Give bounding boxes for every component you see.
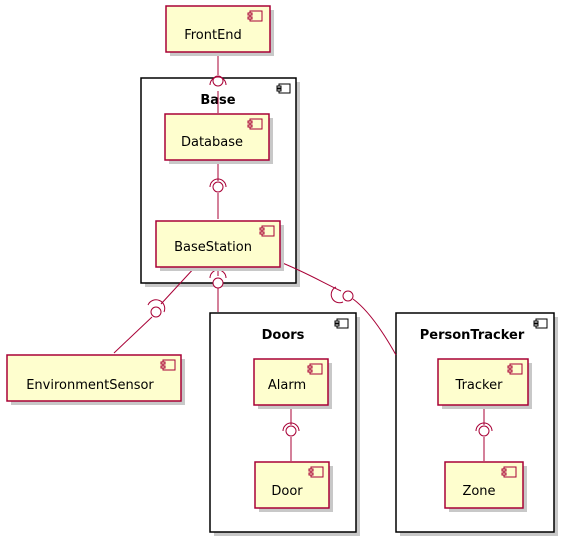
component-label-alarm: Alarm [268, 378, 306, 393]
component-icon [160, 359, 176, 371]
component-door[interactable]: Door [254, 461, 333, 512]
component-label-environmentsensor: EnvironmentSensor [26, 378, 154, 393]
component-label-door: Door [271, 484, 303, 499]
component-label-tracker: Tracker [455, 378, 504, 393]
link-tracker-zone [475, 405, 493, 461]
component-icon [507, 363, 523, 375]
component-icon [334, 318, 349, 329]
package-persontracker: PersonTracker [395, 312, 558, 536]
component-icon [501, 466, 517, 478]
link-basestation-environmentsensor [113, 265, 197, 354]
component-icon [276, 83, 291, 94]
link-basestation-persontracker [279, 261, 397, 356]
component-alarm[interactable]: Alarm [253, 358, 332, 409]
link-frontend-database [209, 53, 227, 113]
component-icon [307, 363, 323, 375]
component-icon [308, 466, 324, 478]
component-label-zone: Zone [462, 484, 495, 499]
component-label-database: Database [181, 135, 243, 150]
component-label-frontend: FrontEnd [184, 28, 242, 43]
component-zone[interactable]: Zone [444, 461, 527, 512]
component-environmentsensor[interactable]: EnvironmentSensor [6, 354, 185, 405]
component-icon [259, 225, 275, 237]
package-title-doors: Doors [262, 328, 305, 343]
component-database[interactable]: Database [164, 113, 273, 164]
component-tracker[interactable]: Tracker [437, 358, 532, 409]
component-frontend[interactable]: FrontEnd [165, 5, 274, 56]
component-basestation[interactable]: BaseStation [155, 220, 284, 271]
package-title-persontracker: PersonTracker [420, 328, 525, 343]
component-label-basestation: BaseStation [174, 240, 252, 255]
component-icon [247, 118, 263, 130]
component-icon [533, 318, 548, 329]
component-icon [247, 10, 263, 22]
